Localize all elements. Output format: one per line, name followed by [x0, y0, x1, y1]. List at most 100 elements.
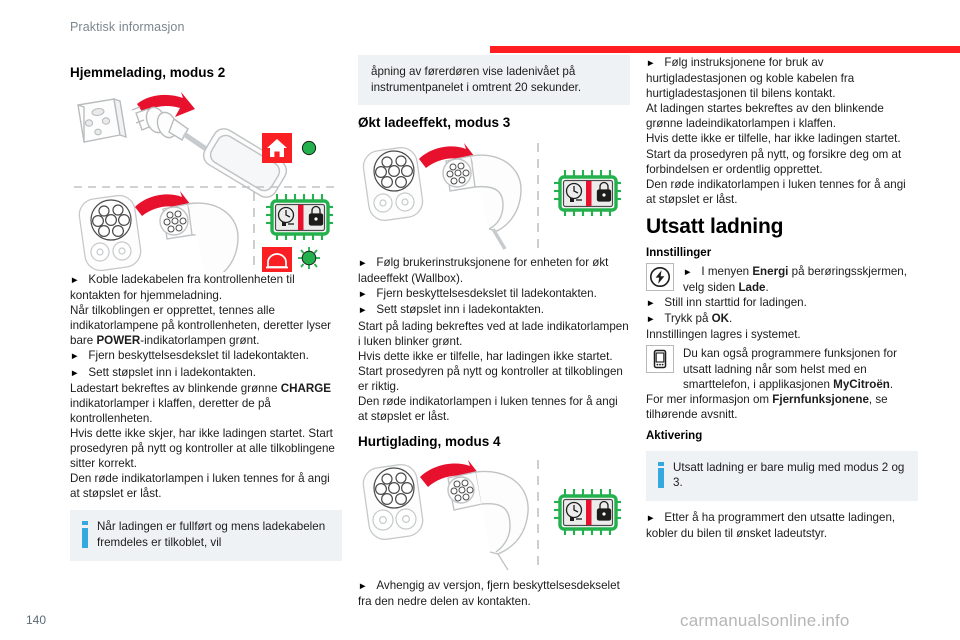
heading-increased-power: Økt ladeeffekt, modus 3	[358, 115, 511, 131]
mode-2-illustration	[70, 87, 342, 272]
note-box-continued: åpning av førerdøren vise ladenivået på …	[358, 55, 630, 106]
car-icon-red-badge	[262, 247, 292, 272]
paragraph-press-ok: ►Trykk på OK.	[646, 312, 733, 326]
paragraph-wallbox-instructions: ►Følg brukerinstruksjonene for enheten f…	[358, 256, 609, 286]
power-label: POWER	[96, 334, 141, 348]
domestic-wall-socket	[77, 97, 127, 143]
paragraph-red-lamp-locked: Den røde indikatorlampen i luken tennes …	[70, 472, 330, 501]
header-red-rule	[490, 46, 960, 53]
smartphone-step: Du kan også programmere funksjonen for u…	[646, 345, 918, 391]
paragraph-power-lamp: Når tilkoblingen er opprettet, tennes al…	[70, 304, 332, 348]
mode-2-svg	[74, 92, 338, 272]
site-watermark: carmanualsonline.info	[680, 611, 850, 630]
heading-rapid-charging: Hurtiglading, modus 4	[358, 434, 501, 450]
bullet-triangle-icon: ►	[358, 289, 368, 301]
paragraph-rapid-locked: Den røde indikatorlampen i luken tennes …	[646, 177, 906, 206]
home-icon-red-badge	[262, 133, 292, 163]
socket-holes	[84, 107, 111, 136]
charge-label: CHARGE	[280, 381, 331, 395]
paragraph-connect-cable: ►Koble ladekabelen fra kontrollenheten t…	[70, 273, 295, 303]
mode-4-svg	[362, 460, 621, 573]
heading-home-charging: Hjemmelading, modus 2	[70, 65, 226, 80]
middle-column: åpning av førerdøren vise ladenivået på …	[358, 55, 630, 609]
section-title: Praktisk informasjon	[70, 20, 185, 34]
note-text-continued: åpning av førerdøren vise ladenivået på …	[371, 65, 582, 94]
bullet-triangle-icon: ►	[70, 351, 80, 363]
info-icon	[658, 460, 664, 491]
mycitroen-label: MyCitroën	[833, 377, 890, 391]
paragraph-red-lamp-locked-3: Den røde indikatorlampen i luken tennes …	[358, 395, 618, 424]
paragraph-not-started-3: Hvis dette ikke er tilfelle, har ladinge…	[358, 349, 623, 393]
paragraph-not-started: Hvis dette ikke skjer, har ikke ladingen…	[70, 426, 335, 471]
bullet-triangle-icon: ►	[646, 513, 656, 525]
right-column: ►Følg instruksjonene for bruk av hurtigl…	[646, 55, 918, 541]
bullet-triangle-icon: ►	[70, 367, 80, 379]
bullet-triangle-icon: ►	[646, 298, 656, 310]
mode-4-illustration	[358, 456, 630, 578]
domestic-plug	[135, 106, 189, 141]
energy-flash-icon	[646, 262, 674, 291]
page-lade-label: Lade	[738, 281, 766, 295]
red-insertion-arrow-top	[137, 92, 195, 117]
connector-pins	[450, 479, 474, 502]
smartphone-icon	[646, 345, 674, 374]
bullet-triangle-icon: ►	[358, 258, 368, 270]
bullet-triangle-icon: ►	[70, 275, 80, 286]
plug-pins	[131, 106, 145, 124]
paragraph-remove-cover: ►Fjern beskyttelsesdekslet til ladekonta…	[70, 349, 309, 363]
heading-delayed-charging: Utsatt ladning	[646, 214, 784, 238]
note-box-activation: Utsatt ladning er bare mulig med modus 2…	[646, 450, 918, 502]
bullet-triangle-icon: ►	[646, 58, 656, 69]
green-indicator-lamp	[301, 140, 317, 156]
type2-socket-face	[90, 199, 132, 241]
lower-socket-pins	[373, 192, 415, 213]
bullet-triangle-icon: ►	[358, 581, 368, 593]
mode-3-illustration	[358, 137, 630, 255]
bullet-triangle-icon: ►	[358, 305, 368, 317]
ok-label: OK	[711, 312, 730, 326]
smartphone-svg	[653, 350, 667, 369]
page-header: Praktisk informasjon	[0, 20, 960, 53]
page-number: 140	[26, 613, 47, 627]
clock-and-padlock-indicator	[554, 170, 621, 217]
paragraph-charge-lamp: Ladestart bekreftes av blinkende grønne …	[70, 381, 331, 425]
lower-socket-pins	[372, 508, 417, 531]
bullet-triangle-icon: ►	[683, 266, 693, 278]
connector-cable	[491, 228, 507, 251]
settings-energy-step: ►I menyen Energi på berøringsskjermen, v…	[646, 262, 918, 295]
paragraph-remove-cover-3: ►Fjern beskyttelsesdekslet til ladekonta…	[358, 287, 597, 301]
type2-socket-face	[373, 467, 415, 509]
paragraph-charge-confirm-3: Start på lading bekreftes ved at lade in…	[358, 319, 629, 348]
paragraph-rapid-confirm: At ladingen startes bekreftes av den bli…	[646, 102, 884, 131]
note-box-charging-complete: Når ladingen er fullført og mens ladekab…	[70, 510, 342, 561]
clock-and-padlock-indicator	[554, 489, 621, 536]
ccs-rapid-connector	[447, 470, 529, 571]
paragraph-after-programming: ►Etter å ha programmert den utsatte ladi…	[646, 511, 896, 541]
paragraph-remote-functions: For mer informasjon om Fjernfunksjonene,…	[646, 392, 888, 421]
type2-socket-face	[373, 150, 415, 192]
green-glow-rays	[554, 489, 621, 536]
energy-flash-svg	[650, 266, 670, 287]
remote-functions-label: Fjernfunksjonene	[772, 392, 869, 406]
paragraph-setting-saved: Innstillingen lagres i systemet.	[646, 328, 801, 342]
paragraph-rapid-instructions: ►Følg instruksjonene for bruk av hurtigl…	[646, 56, 855, 101]
note-text-activation: Utsatt ladning er bare mulig med modus 2…	[673, 460, 905, 490]
paragraph-rapid-not-started: Hvis dette ikke er tilfelle, har ikke la…	[646, 132, 902, 176]
paragraph-insert-plug: ►Sett støpslet inn i ladekontakten.	[70, 365, 256, 379]
clock-and-padlock-indicator	[266, 194, 333, 240]
paragraph-insert-plug-3: ►Sett støpslet inn i ladekontakten.	[358, 303, 544, 317]
green-indicator-lamp-glowing	[298, 247, 320, 269]
info-icon	[82, 519, 88, 550]
connector-pins	[446, 162, 470, 185]
left-column: Hjemmelading, modus 2	[70, 55, 342, 561]
connector-pins	[163, 210, 187, 233]
paragraph-remove-lower-cover: ►Avhengig av versjon, fjern beskyttelses…	[358, 579, 620, 609]
menu-energi-label: Energi	[752, 264, 789, 278]
smartphone-text: Du kan også programmere funksjonen for u…	[683, 347, 897, 391]
mode-3-svg	[362, 143, 621, 251]
note-text: Når ladingen er fullført og mens ladekab…	[97, 520, 326, 549]
paragraph-set-start-time: ►Still inn starttid for ladingen.	[646, 296, 807, 310]
lower-socket-pins	[90, 241, 132, 262]
heading-settings: Innstillinger	[646, 246, 712, 259]
